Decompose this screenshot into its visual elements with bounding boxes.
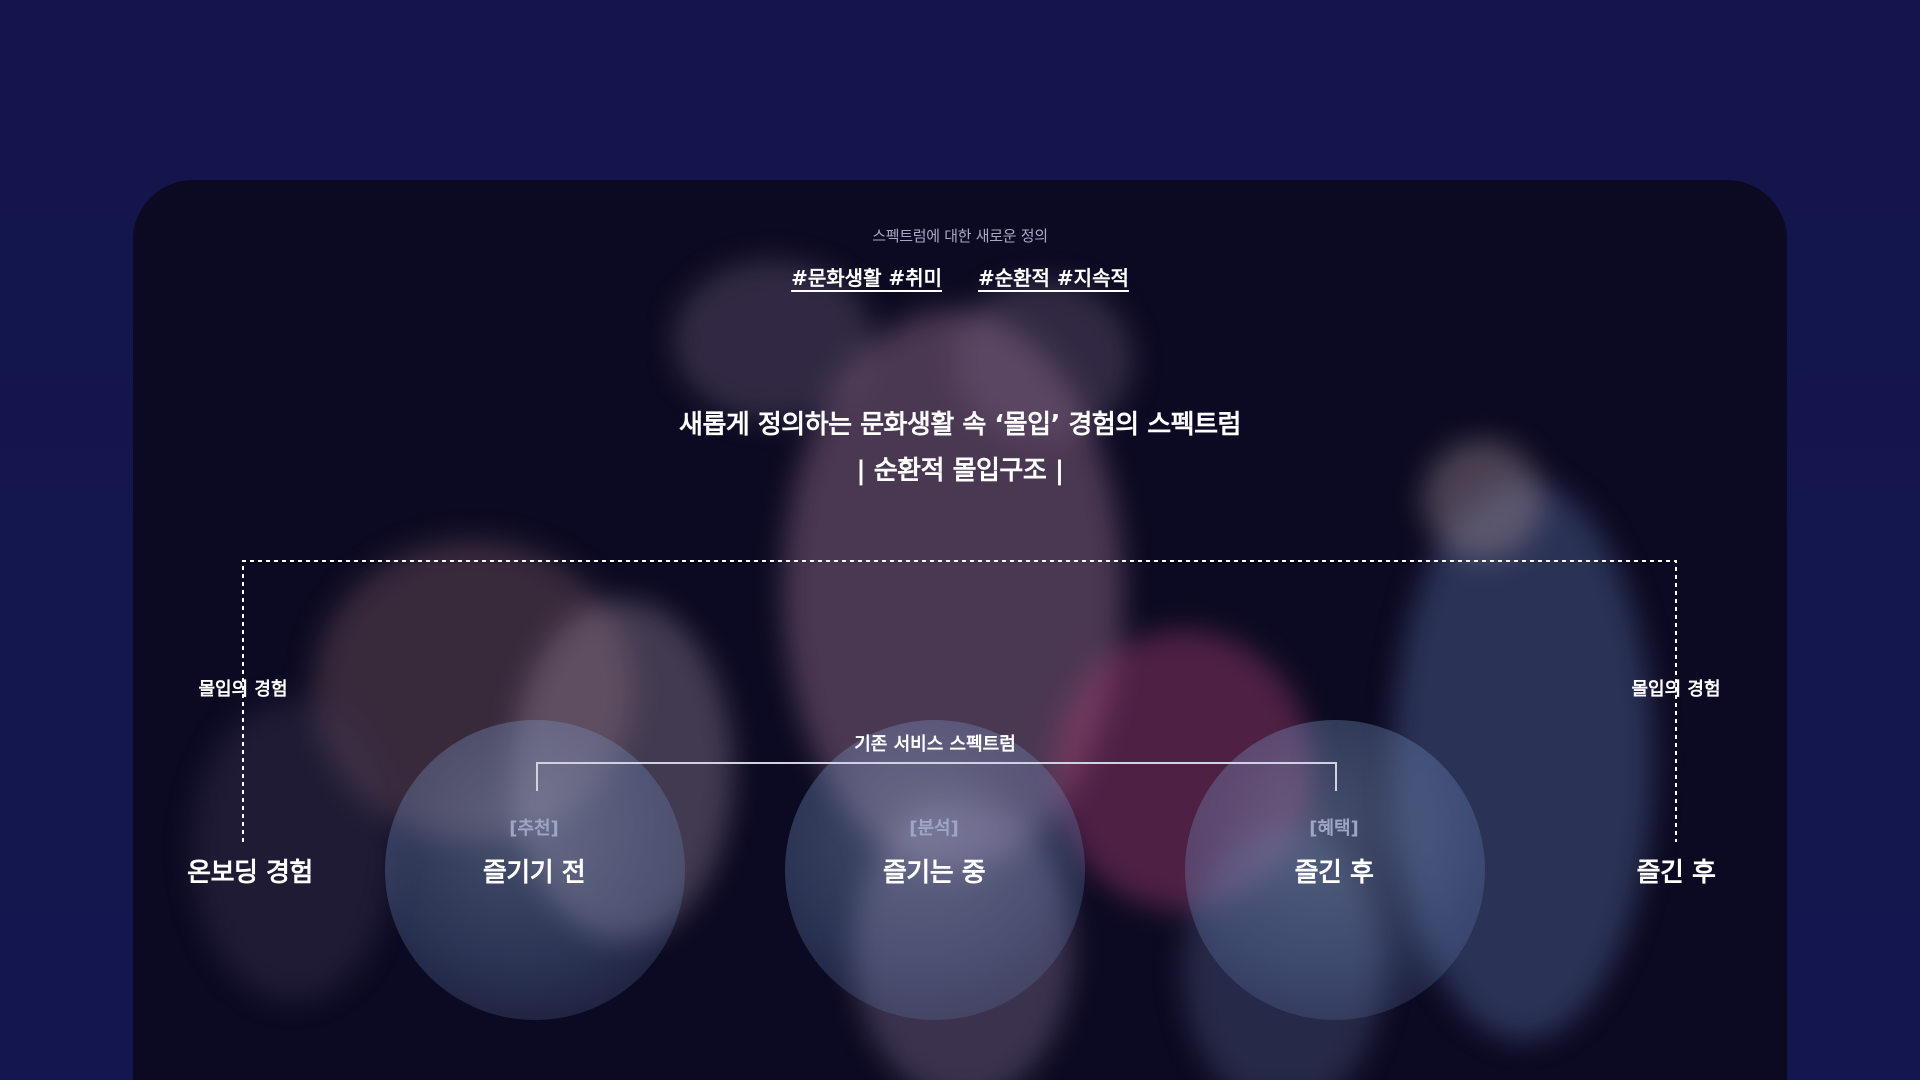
immersion-loop-line [242, 560, 1677, 842]
background-photo [133, 180, 1787, 1080]
immersion-label-right: 몰입의 경험 [1631, 679, 1721, 700]
immersion-label-left: 몰입의 경험 [198, 679, 288, 700]
stage-after: 즐긴 후 [1294, 858, 1374, 888]
stage-circle-during [785, 720, 1085, 1020]
hashtag-cyclic-continuous[interactable]: #순환적 #지속적 [978, 266, 1129, 290]
stage-onboarding: 온보딩 경험 [187, 858, 313, 888]
stage-before: 즐기기 전 [482, 858, 586, 888]
stage-during: 즐기는 중 [882, 858, 986, 888]
hashtag-list: #문화생활 #취미 #순환적 #지속적 [133, 262, 1787, 291]
headline-line-2: | 순환적 몰입구조 | [856, 456, 1064, 486]
existing-service-bracket [536, 762, 1337, 791]
stage-tag-analysis: [분석] [909, 818, 959, 839]
existing-service-label: 기존 서비스 스펙트럼 [854, 734, 1016, 755]
stage-tag-benefit: [혜택] [1309, 818, 1359, 839]
panel-content: 스펙트럼에 대한 새로운 정의 #문화생활 #취미 #순환적 #지속적 새롭게 … [133, 180, 1787, 1080]
spectrum-lines [242, 560, 1677, 842]
headline-line-1: 새롭게 정의하는 문화생활 속 ‘몰입’ 경험의 스펙트럼 [679, 410, 1241, 440]
stage-end-after: 즐긴 후 [1636, 858, 1716, 888]
spectrum-diagram: 몰입의 경험 몰입의 경험 기존 서비스 스펙트럼 [추천] [분석] [혜택]… [133, 180, 1787, 1080]
stage-tag-recommend: [추천] [509, 818, 559, 839]
spectrum-panel: 스펙트럼에 대한 새로운 정의 #문화생활 #취미 #순환적 #지속적 새롭게 … [133, 180, 1787, 1080]
headline: 새롭게 정의하는 문화생활 속 ‘몰입’ 경험의 스펙트럼 | 순환적 몰입구조… [133, 402, 1787, 494]
section-eyebrow: 스펙트럼에 대한 새로운 정의 [872, 227, 1048, 245]
stage-circle-before [385, 720, 685, 1020]
hashtag-culture-hobby[interactable]: #문화생활 #취미 [791, 266, 942, 290]
